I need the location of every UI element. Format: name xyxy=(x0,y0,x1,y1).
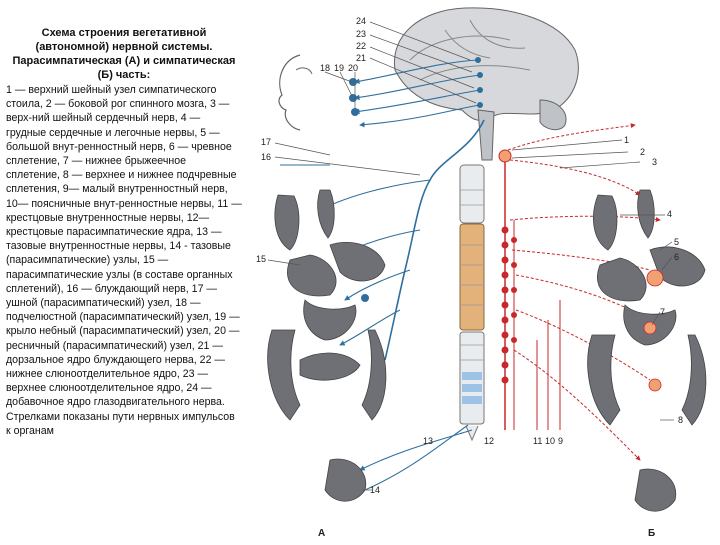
figure-number-labels: 24 23 22 21 20 18 19 17 16 15 14 13 12 1… xyxy=(256,16,683,539)
label-21: 21 xyxy=(356,53,366,63)
label-1: 1 xyxy=(624,135,629,145)
label-23: 23 xyxy=(356,29,366,39)
label-4: 4 xyxy=(667,209,672,219)
sympathetic-nerves-11-10-9 xyxy=(536,300,561,430)
face-profile xyxy=(278,54,313,131)
label-8: 8 xyxy=(678,415,683,425)
organs-parasympathetic-side xyxy=(267,189,387,502)
label-19: 19 xyxy=(334,63,344,73)
organs-sympathetic-side xyxy=(587,189,707,512)
caption-title: Схема строения вегетативной (автономной)… xyxy=(12,27,236,81)
label-22: 22 xyxy=(356,41,366,51)
nervous-system-diagram: 24 23 22 21 20 18 19 17 16 15 14 13 12 1… xyxy=(248,0,720,540)
label-15: 15 xyxy=(256,254,266,264)
caption-legend: 1 — верхний шейный узел симпатического с… xyxy=(6,84,242,437)
label-20: 20 xyxy=(348,63,358,73)
label-10: 10 xyxy=(545,436,555,446)
parasympathetic-fibers xyxy=(280,59,485,491)
callout-lines xyxy=(267,21,674,491)
spinal-column xyxy=(459,164,485,442)
label-18: 18 xyxy=(320,63,330,73)
label-24: 24 xyxy=(356,16,366,26)
brain xyxy=(393,7,579,161)
label-3: 3 xyxy=(652,157,657,167)
label-6: 6 xyxy=(674,252,679,262)
label-16: 16 xyxy=(261,152,271,162)
label-part-a: А xyxy=(318,528,325,539)
label-2: 2 xyxy=(640,147,645,157)
diagram-svg: 24 23 22 21 20 18 19 17 16 15 14 13 12 1… xyxy=(256,7,707,539)
label-14: 14 xyxy=(370,485,380,495)
figure-caption: Схема строения вегетативной (автономной)… xyxy=(6,26,242,438)
label-13: 13 xyxy=(423,436,433,446)
label-5: 5 xyxy=(674,237,679,247)
label-11: 11 xyxy=(533,436,542,446)
label-17: 17 xyxy=(261,137,271,147)
label-part-b: Б xyxy=(648,528,655,539)
label-12: 12 xyxy=(484,436,494,446)
label-9: 9 xyxy=(558,436,563,446)
label-7: 7 xyxy=(660,307,665,317)
sympathetic-trunk xyxy=(498,149,517,430)
